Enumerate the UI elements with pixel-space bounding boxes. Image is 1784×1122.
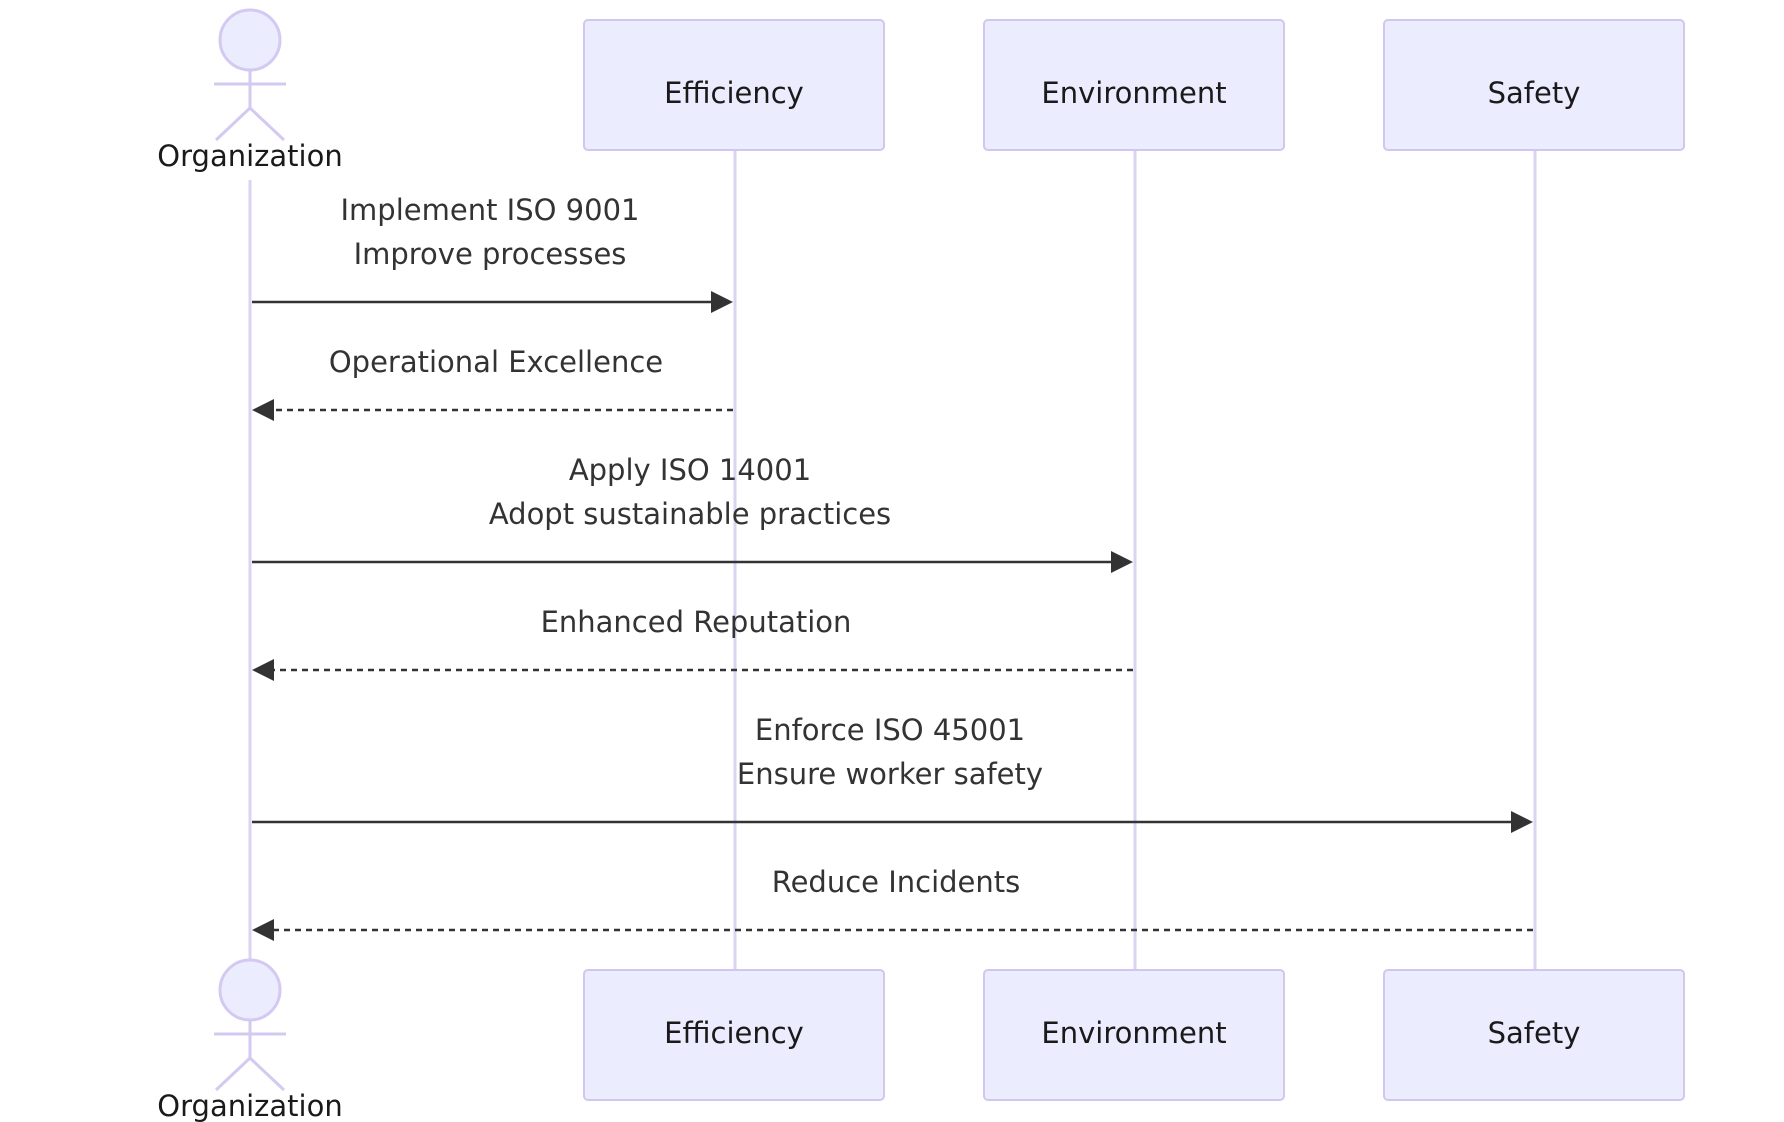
stick-figure-icon: [214, 8, 286, 142]
stick-figure-icon: [214, 958, 286, 1092]
arrowhead-left-icon: [252, 659, 274, 681]
arrowhead-left-icon: [252, 399, 274, 421]
arrowhead-right-icon: [1111, 551, 1133, 573]
arrowhead-right-icon: [1511, 811, 1533, 833]
safety-participant-bottom[interactable]: Safety: [1383, 969, 1685, 1101]
message-label-line: Adopt sustainable practices: [489, 497, 891, 531]
efficiency-participant-top[interactable]: Efficiency: [583, 19, 885, 151]
arrowhead-left-icon: [252, 919, 274, 941]
safety-label: Safety: [1488, 76, 1581, 110]
message-reduce-incidents[interactable]: Reduce Incidents: [252, 865, 1533, 941]
message-label-line: Implement ISO 9001: [341, 193, 640, 227]
message-enhanced-reputation[interactable]: Enhanced Reputation: [252, 605, 1133, 681]
message-label-line: Reduce Incidents: [772, 865, 1021, 899]
organization-actor-top[interactable]: Organization: [157, 8, 343, 173]
message-label-line: Apply ISO 14001: [569, 453, 811, 487]
arrowhead-right-icon: [711, 291, 733, 313]
message-apply-iso-14001[interactable]: Apply ISO 14001 Adopt sustainable practi…: [252, 453, 1133, 573]
organization-label: Organization: [157, 139, 342, 173]
organization-label: Organization: [157, 1089, 342, 1122]
message-implement-iso-9001[interactable]: Implement ISO 9001 Improve processes: [252, 193, 733, 313]
efficiency-label: Efficiency: [664, 76, 804, 110]
message-enforce-iso-45001[interactable]: Enforce ISO 45001 Ensure worker safety: [252, 713, 1533, 833]
message-label-line: Improve processes: [354, 237, 627, 271]
environment-label: Environment: [1041, 76, 1226, 110]
environment-participant-bottom[interactable]: Environment: [983, 969, 1285, 1101]
message-label-line: Operational Excellence: [329, 345, 663, 379]
message-operational-excellence[interactable]: Operational Excellence: [252, 345, 733, 421]
organization-actor-bottom[interactable]: Organization: [157, 958, 343, 1122]
environment-participant-top[interactable]: Environment: [983, 19, 1285, 151]
safety-participant-top[interactable]: Safety: [1383, 19, 1685, 151]
environment-label: Environment: [1041, 1016, 1226, 1050]
message-label-line: Ensure worker safety: [737, 757, 1043, 791]
efficiency-participant-bottom[interactable]: Efficiency: [583, 969, 885, 1101]
message-label-line: Enhanced Reputation: [541, 605, 852, 639]
message-label-line: Enforce ISO 45001: [755, 713, 1025, 747]
efficiency-label: Efficiency: [664, 1016, 804, 1050]
safety-label: Safety: [1488, 1016, 1581, 1050]
